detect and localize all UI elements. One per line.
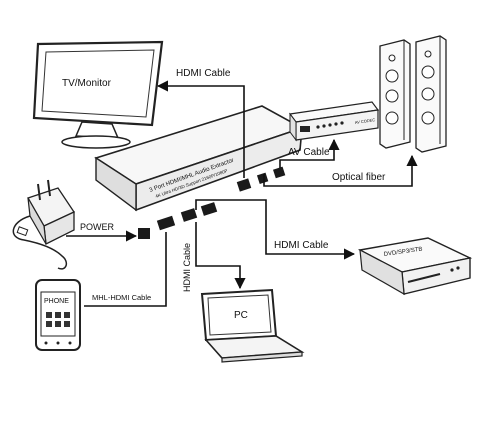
speaker-right-icon bbox=[415, 35, 447, 153]
tv-monitor-icon bbox=[32, 40, 164, 149]
hdmi-cable-pc-line bbox=[195, 222, 246, 290]
dvd-label: DVD/SP3/STB bbox=[383, 247, 422, 258]
av-port-icon bbox=[273, 166, 286, 179]
pc-label: PC bbox=[234, 310, 248, 321]
tv-monitor-label: TV/Monitor bbox=[62, 78, 112, 89]
optical-fiber-line bbox=[263, 154, 418, 187]
optical-port-icon bbox=[256, 172, 269, 184]
hdmi-cable-dvd-line bbox=[195, 199, 356, 260]
power-label: POWER bbox=[80, 222, 115, 232]
hdmi-cable-dvd-label: HDMI Cable bbox=[274, 240, 329, 251]
av-receiver-icon bbox=[288, 101, 380, 142]
laptop-pc-icon bbox=[200, 288, 305, 363]
mhl-hdmi-cable-line bbox=[84, 232, 167, 307]
hdmi-cable-top-label: HDMI Cable bbox=[176, 68, 231, 79]
dvd-player-icon bbox=[357, 237, 473, 296]
optical-fiber-label: Optical fiber bbox=[332, 172, 386, 183]
phone-icon bbox=[35, 279, 81, 351]
hdmi-cable-vertical-label: HDMI Cable bbox=[182, 243, 192, 292]
receiver-badge: AV CODEC bbox=[354, 117, 375, 125]
av-cable-label: AV Cable bbox=[288, 147, 330, 158]
speaker-left-icon bbox=[379, 39, 411, 149]
phone-label: PHONE bbox=[44, 298, 69, 305]
audio-extractor-device bbox=[94, 105, 304, 239]
mhl-port-icon bbox=[156, 215, 176, 231]
hdmi-out-port-icon bbox=[236, 178, 252, 192]
hdmi-in-port-2-icon bbox=[200, 202, 218, 216]
mhl-hdmi-cable-label: MHL-HDMI Cable bbox=[92, 293, 151, 302]
power-adapter-icon bbox=[12, 179, 75, 270]
hdmi-in-port-1-icon bbox=[180, 208, 198, 222]
av-cable-line bbox=[279, 138, 340, 168]
power-port-icon bbox=[138, 228, 150, 239]
hdmi-cable-to-tv-line bbox=[156, 80, 245, 178]
